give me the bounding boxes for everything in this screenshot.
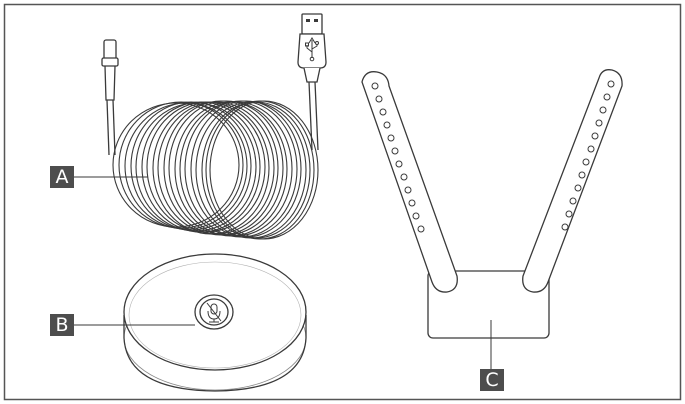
mounting-bracket	[361, 69, 623, 369]
usb-c-connector	[101, 39, 119, 101]
usb-cable	[74, 13, 327, 240]
left-strap	[361, 71, 458, 293]
right-strap	[522, 69, 623, 293]
callout-b: B	[50, 314, 74, 336]
figure-frame	[3, 3, 682, 401]
speakerphone	[74, 253, 307, 392]
usb-a-connector	[297, 13, 327, 83]
bracket-base	[427, 270, 550, 339]
cable-coil	[112, 100, 319, 240]
usb-icon	[305, 37, 319, 62]
callout-a: A	[50, 166, 74, 188]
mic-mute-icon	[194, 294, 234, 330]
callout-c: C	[480, 369, 504, 391]
